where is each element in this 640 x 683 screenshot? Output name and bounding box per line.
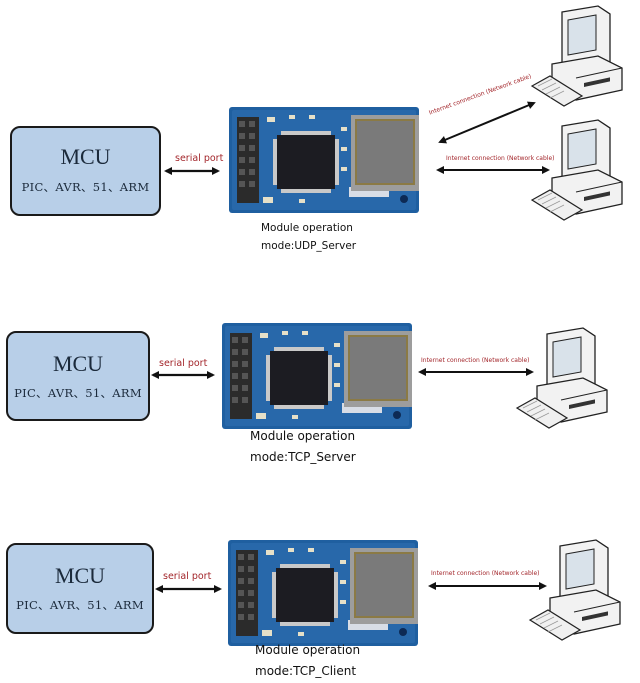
serial-port-label: serial port: [163, 571, 212, 582]
module-mode-label: Module operation mode:TCP_Server: [250, 426, 356, 468]
ethernet-module-image: [222, 323, 412, 429]
ethernet-module-image: [228, 540, 418, 646]
mcu-title: MCU: [52, 351, 104, 376]
mcu-subtitle: PIC、AVR、51、ARM: [21, 180, 150, 194]
mode-line2: mode:UDP_Server: [261, 240, 357, 253]
ethernet-module-image: [229, 107, 419, 213]
network-connection-label: Internet connection (Network cable): [446, 155, 555, 162]
network-connection-label: Internet connection (Network cable): [421, 357, 530, 364]
mcu-box-tcp-server: MCU PIC、AVR、51、ARM: [6, 331, 150, 421]
network-connection-label: Internet connection (Network cable): [431, 570, 540, 577]
mcu-subtitle: PIC、AVR、51、ARM: [14, 386, 142, 400]
serial-port-label: serial port: [159, 358, 208, 369]
mode-line1: Module operation: [250, 429, 356, 443]
computer-icon: [516, 327, 608, 429]
mcu-title: MCU: [54, 563, 106, 588]
mode-line2: mode:TCP_Client: [255, 664, 357, 678]
mcu-subtitle: PIC、AVR、51、ARM: [16, 598, 144, 612]
mcu-box-tcp-client: MCU PIC、AVR、51、ARM: [6, 543, 154, 634]
mode-line1: Module operation: [255, 643, 361, 657]
computer-icon: [529, 539, 621, 641]
mode-line1: Module operation: [261, 222, 353, 234]
module-mode-label: Module operation mode:TCP_Client: [255, 640, 360, 682]
module-mode-label: Module operation mode:UDP_Server: [261, 219, 356, 256]
mcu-box-udp: MCU PIC、AVR、51、ARM: [10, 126, 161, 216]
network-arrow-1: [438, 101, 536, 144]
serial-port-label: serial port: [175, 153, 224, 164]
computer-icon: [531, 5, 623, 107]
mode-line2: mode:TCP_Server: [250, 450, 356, 464]
mcu-title: MCU: [60, 144, 111, 169]
